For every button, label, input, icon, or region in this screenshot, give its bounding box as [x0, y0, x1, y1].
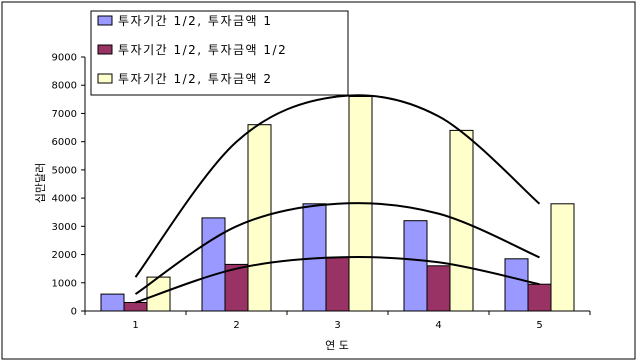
- bar-series-2-cat-5: [527, 283, 552, 312]
- legend-label-2: 투자기간 1/2, 투자금액 1/2: [118, 43, 287, 57]
- legend-swatch-1: [97, 15, 113, 26]
- y-tick-label: 6000: [52, 137, 77, 148]
- y-tick-label: 1000: [52, 278, 77, 289]
- y-tick-label: 2000: [52, 250, 77, 261]
- y-tick-label: 7000: [52, 109, 77, 120]
- bar-series-1-cat-5: [504, 258, 529, 312]
- bar-series-1-cat-4: [403, 220, 428, 312]
- y-tick-label: 5000: [52, 165, 77, 176]
- legend-box: [90, 10, 349, 96]
- bar-series-2-cat-1: [123, 302, 148, 312]
- bar-series-1-cat-2: [201, 217, 226, 312]
- x-tick-label: 2: [233, 320, 239, 331]
- x-tick-label: 1: [132, 320, 138, 331]
- axes: 0 1000 2000 3000 4000 5000 6000 7000 8000 9000 1 2 3…: [52, 53, 591, 331]
- legend-swatch-2: [97, 44, 113, 55]
- legend: 투자기간 1/2, 투자금액 1 투자기간 1/2, 투자금액 1/2 투자기간 1…: [90, 10, 349, 96]
- trendline-2: [134, 202, 540, 295]
- bar-series-1-cat-1: [100, 293, 125, 312]
- y-tick-label: 3000: [52, 222, 77, 233]
- bar-series-2-cat-3: [325, 256, 350, 312]
- y-tick-label: 9000: [52, 53, 77, 64]
- y-axis-label: 십만달러: [34, 163, 47, 203]
- legend-label-3: 투자기간 1/2, 투자금액 2: [118, 72, 273, 86]
- legend-swatch-3: [97, 73, 113, 84]
- x-tick-label: 3: [334, 320, 340, 331]
- trendline-1: [134, 94, 541, 278]
- bar-series-3-cat-5: [550, 203, 575, 312]
- x-tick-label: 5: [536, 320, 542, 331]
- y-tick-label: 8000: [52, 81, 77, 92]
- x-axis-label: 연 도: [325, 339, 349, 352]
- x-tick-label: 4: [435, 320, 441, 331]
- trendline-3: [135, 256, 540, 304]
- y-tick-label: 4000: [52, 194, 77, 205]
- legend-label-1: 투자기간 1/2, 투자금액 1: [118, 14, 273, 28]
- y-tick-label: 0: [71, 307, 77, 318]
- bar-series-2-cat-4: [426, 265, 451, 312]
